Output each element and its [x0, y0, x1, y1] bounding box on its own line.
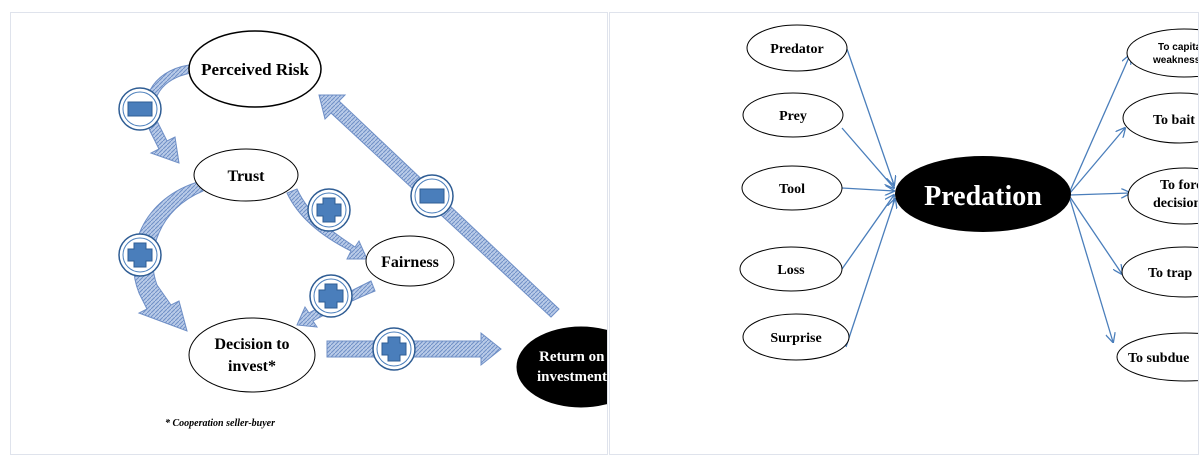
plus-sign-icon [118, 233, 162, 277]
svg-text:Decision to: Decision to [214, 336, 289, 353]
node-to-capitalize-weakness: To capitalize weakness [1126, 28, 1199, 78]
svg-text:Predator: Predator [770, 42, 823, 57]
node-prey: Prey [742, 92, 844, 138]
svg-text:To force: To force [1160, 178, 1199, 193]
node-to-subdue: To subdue [1116, 332, 1198, 382]
node-to-force-decision: To force decision [1127, 167, 1199, 225]
svg-text:Tool: Tool [779, 182, 805, 197]
node-to-bait: To bait [1122, 92, 1198, 144]
curved-arrow-trust-to-decision [132, 180, 204, 332]
node-predation: Predation [895, 156, 1071, 232]
node-decision-to-invest: Decision to invest* [188, 317, 316, 393]
node-predator: Predator [746, 24, 848, 72]
arrow-predation-to-bait [1069, 128, 1125, 194]
svg-text:To capitalize: To capitalize [1158, 42, 1199, 53]
footnote: * Cooperation seller-buyer [165, 418, 275, 429]
predation-diagram: Predator Prey Tool Loss Surprise Predati… [739, 24, 1199, 382]
node-to-trap: To trap [1121, 246, 1198, 298]
node-perceived-risk: Perceived Risk [188, 30, 322, 108]
arrow-predation-to-subdue [1069, 198, 1113, 342]
minus-sign-icon [410, 174, 454, 218]
arrow-tool-to-predation [841, 188, 894, 191]
svg-text:Fairness: Fairness [381, 254, 439, 271]
node-trust: Trust [193, 148, 299, 202]
svg-text:Trust: Trust [227, 168, 265, 185]
predation-diagram-panel: Predator Prey Tool Loss Surprise Predati… [609, 12, 1199, 455]
curved-arrow-risk-to-trust [144, 64, 192, 164]
plus-sign-icon [307, 188, 351, 232]
node-return-on-investment: Return on investment [516, 326, 607, 408]
minus-sign-icon [118, 87, 162, 131]
svg-text:To trap: To trap [1148, 266, 1192, 281]
arrow-surprise-to-predation [845, 199, 895, 348]
arrow-loss-to-predation [841, 195, 894, 270]
svg-text:To subdue: To subdue [1128, 351, 1189, 366]
node-loss: Loss [739, 246, 843, 292]
svg-text:Prey: Prey [779, 109, 807, 124]
cooperation-diagram: Perceived Risk Trust Fairness Decision t… [118, 30, 607, 429]
svg-text:Loss: Loss [777, 263, 805, 278]
svg-text:invest*: invest* [228, 358, 276, 375]
svg-text:decision: decision [1153, 196, 1199, 211]
svg-text:investment: investment [537, 369, 607, 385]
arrow-predation-to-capitalize [1069, 55, 1130, 192]
svg-text:To bait: To bait [1153, 113, 1195, 128]
node-surprise: Surprise [742, 313, 850, 361]
svg-text:Predation: Predation [924, 181, 1042, 212]
svg-text:Surprise: Surprise [770, 331, 821, 346]
arrow-prey-to-predation [841, 127, 894, 188]
node-tool: Tool [741, 165, 843, 211]
arrow-predation-to-force [1069, 193, 1130, 195]
plus-sign-icon [309, 274, 353, 318]
arrow-predation-to-trap [1069, 196, 1122, 274]
plus-sign-icon [372, 327, 416, 371]
cooperation-diagram-panel: Perceived Risk Trust Fairness Decision t… [10, 12, 608, 455]
svg-text:Return on: Return on [539, 349, 605, 365]
node-fairness: Fairness [365, 235, 455, 287]
svg-text:Perceived Risk: Perceived Risk [201, 60, 309, 79]
arrow-predator-to-predation [846, 48, 894, 185]
svg-text:weakness: weakness [1152, 55, 1199, 66]
